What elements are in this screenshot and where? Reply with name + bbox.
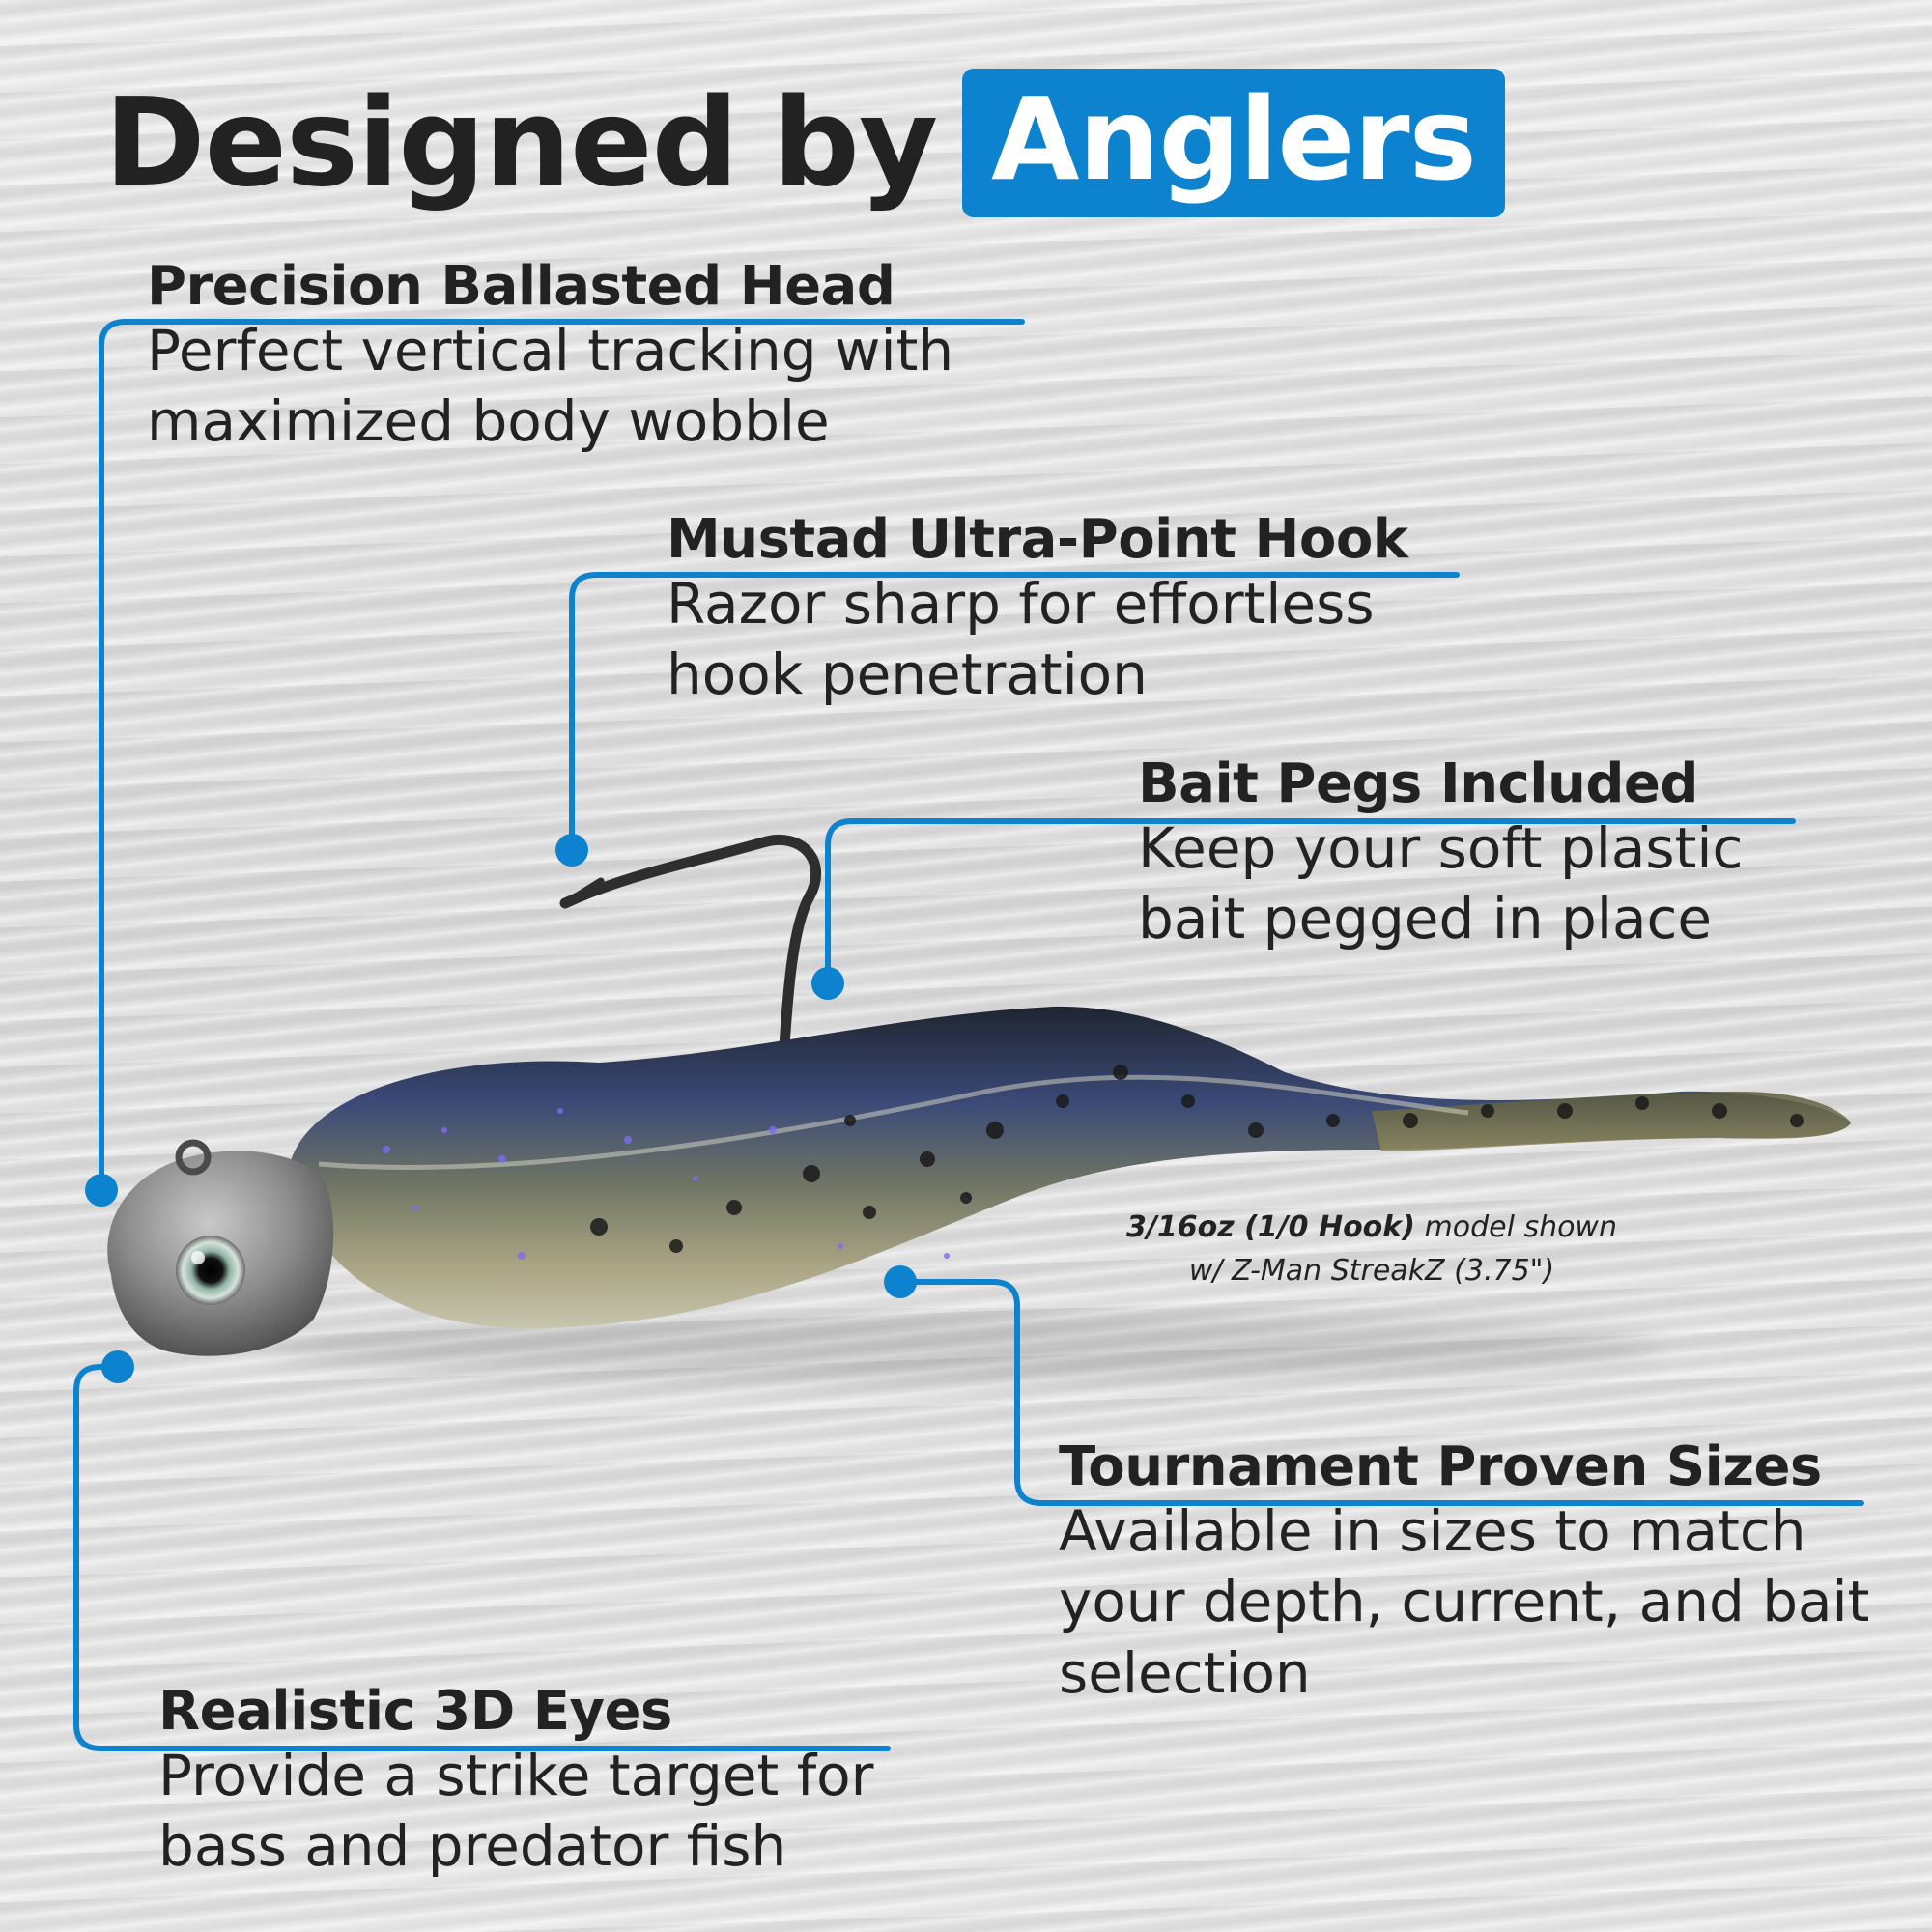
callout-sizes: Tournament Proven Sizes Available in siz… [1059,1435,1870,1710]
callout-description-line: hook penetration [667,641,1148,708]
callout-title: Tournament Proven Sizes [1059,1435,1822,1498]
line-tie [175,1139,212,1176]
leader-dot-bait-pegs [811,967,844,1000]
callout-title: Mustad Ultra-Point Hook [667,508,1408,571]
callout-description-line: Perfect vertical tracking with [147,317,954,384]
hook-point [561,877,605,907]
callout-description-line: Available in sizes to match [1059,1497,1806,1564]
leader-line-bait-pegs [825,818,1796,986]
body-speckles [590,1065,1804,1253]
headline-word-designed: Designed [104,71,739,213]
leader-dot-ballasted-head [85,1174,118,1207]
callout-description-line: bass and predator fish [158,1813,787,1880]
lure-shadow [270,1315,1662,1380]
leader-dot-eyes [101,1350,134,1383]
callout-description-line: maximized body wobble [147,388,830,455]
eye-icon [176,1236,245,1305]
callout-eyes: Realistic 3D Eyes Provide a strike targe… [158,1680,874,1883]
callout-ballasted-head: Precision Ballasted Head Perfect vertica… [147,255,954,458]
callout-title: Bait Pegs Included [1138,753,1698,815]
body-glitter [383,1108,950,1260]
leader-line-hook [569,572,1460,853]
hook-shank [559,834,822,1083]
callout-title: Precision Ballasted Head [147,255,895,318]
product-note-line-1: 3/16oz (1/0 Hook) model shown [1082,1206,1662,1249]
product-note-line-2: w/ Z-Man StreakZ (3.75") [1188,1254,1555,1288]
callout-hook: Mustad Ultra-Point Hook Razor sharp for … [667,508,1408,711]
eye-highlight [191,1251,205,1264]
headline-word-by: by [772,71,938,213]
headline: Designed by Anglers [104,56,1505,230]
callout-description-line: Provide a strike target for [158,1742,874,1808]
leader-line-sizes [897,1279,1864,1506]
leader-dot-hook [555,834,588,867]
callout-description-line: selection [1059,1640,1311,1707]
callout-description-line: Keep your soft plastic [1138,814,1744,881]
callout-description-line: bait pegged in place [1138,886,1713,952]
leader-line-ballasted-head [99,319,1025,1193]
headline-highlight-anglers: Anglers [962,69,1505,217]
lateral-line [318,1074,1469,1170]
product-note-bold: 3/16oz (1/0 Hook) [1126,1210,1415,1244]
callout-description-line: your depth, current, and bait [1059,1569,1870,1635]
leader-line-eyes [73,1364,891,1751]
product-note-rest: model shown [1414,1210,1617,1244]
callout-title: Realistic 3D Eyes [158,1680,672,1743]
leader-dot-sizes [884,1265,917,1298]
product-note: 3/16oz (1/0 Hook) model shown w/ Z-Man S… [1082,1206,1662,1293]
callout-description-line: Razor sharp for effortless [667,570,1375,637]
callout-bait-pegs: Bait Pegs Included Keep your soft plasti… [1138,753,1744,955]
